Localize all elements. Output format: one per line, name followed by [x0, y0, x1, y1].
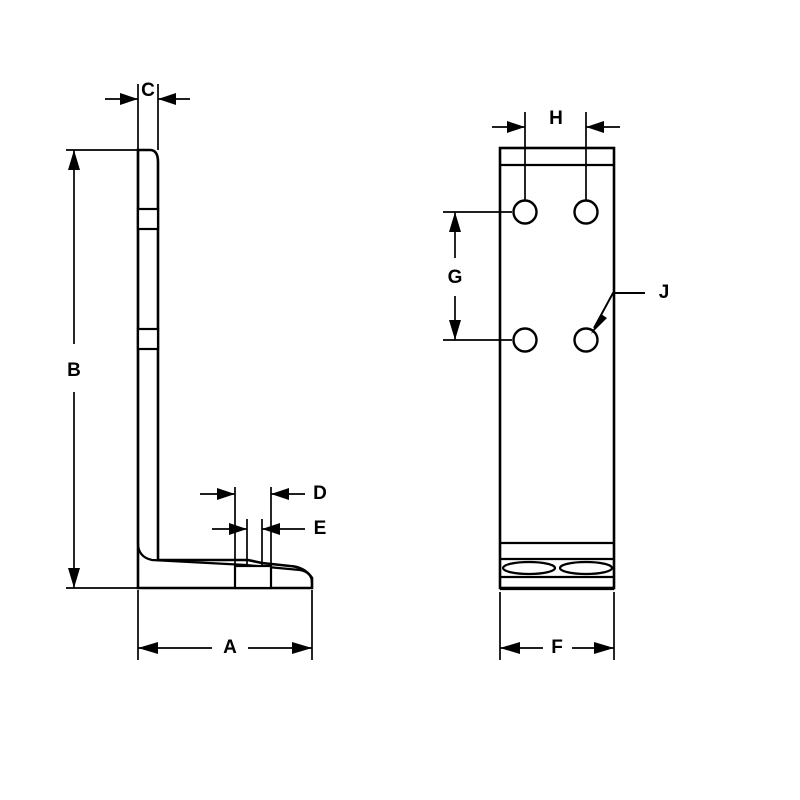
dimension-c: C [105, 80, 190, 150]
dimension-f-arrow-right [594, 642, 614, 654]
dimension-d-label: D [313, 483, 327, 504]
dimension-b-arrow-top [68, 150, 80, 170]
dimension-g-arrow-top [449, 212, 461, 232]
dimension-f-arrow-left [500, 642, 520, 654]
dimension-b-arrow-bottom [68, 568, 80, 588]
dimension-c-label: C [141, 80, 155, 101]
dimension-g-label: G [448, 267, 463, 288]
foot-boss [233, 564, 273, 590]
dimension-d-arrow-right [271, 488, 289, 500]
front-elevation-view [498, 146, 616, 591]
dimension-e: E [212, 518, 326, 566]
hole-bottom-right [573, 327, 599, 353]
dimension-a-arrow-left [138, 642, 158, 654]
dimension-c-arrow-right [158, 93, 176, 105]
dimension-e-label: E [314, 518, 327, 539]
dimension-g-arrow-bottom [449, 320, 461, 340]
dimension-h-label: H [549, 108, 563, 129]
dimension-e-arrow-left [229, 523, 247, 535]
upright-square-upper [136, 207, 160, 231]
callout-j-arrowhead [591, 314, 607, 334]
dimension-h: H [492, 108, 620, 200]
callout-j: J [591, 282, 669, 334]
dimension-a-label: A [223, 637, 237, 658]
dimension-f: F [499, 592, 615, 660]
dimension-g: G [443, 211, 512, 341]
dimension-a-arrow-right [292, 642, 312, 654]
base-slot-right [558, 560, 614, 576]
dimension-a: A [137, 590, 313, 660]
hole-top-left [512, 199, 538, 225]
dimension-b: B [66, 149, 140, 589]
base-slot-left [501, 560, 557, 576]
dimension-e-arrow-right [262, 523, 280, 535]
dimension-c-arrow-left [120, 93, 138, 105]
dimension-f-label: F [551, 637, 563, 658]
dimension-b-label: B [67, 360, 81, 381]
upright-square-lower [136, 327, 160, 351]
hole-top-right [573, 199, 599, 225]
callout-j-label: J [659, 282, 670, 303]
dimension-h-arrow-right [586, 121, 604, 133]
dimension-d-arrow-left [217, 488, 235, 500]
hole-bottom-left [512, 327, 538, 353]
bracket-inner-fillet [136, 150, 314, 584]
dimension-h-arrow-left [507, 121, 525, 133]
